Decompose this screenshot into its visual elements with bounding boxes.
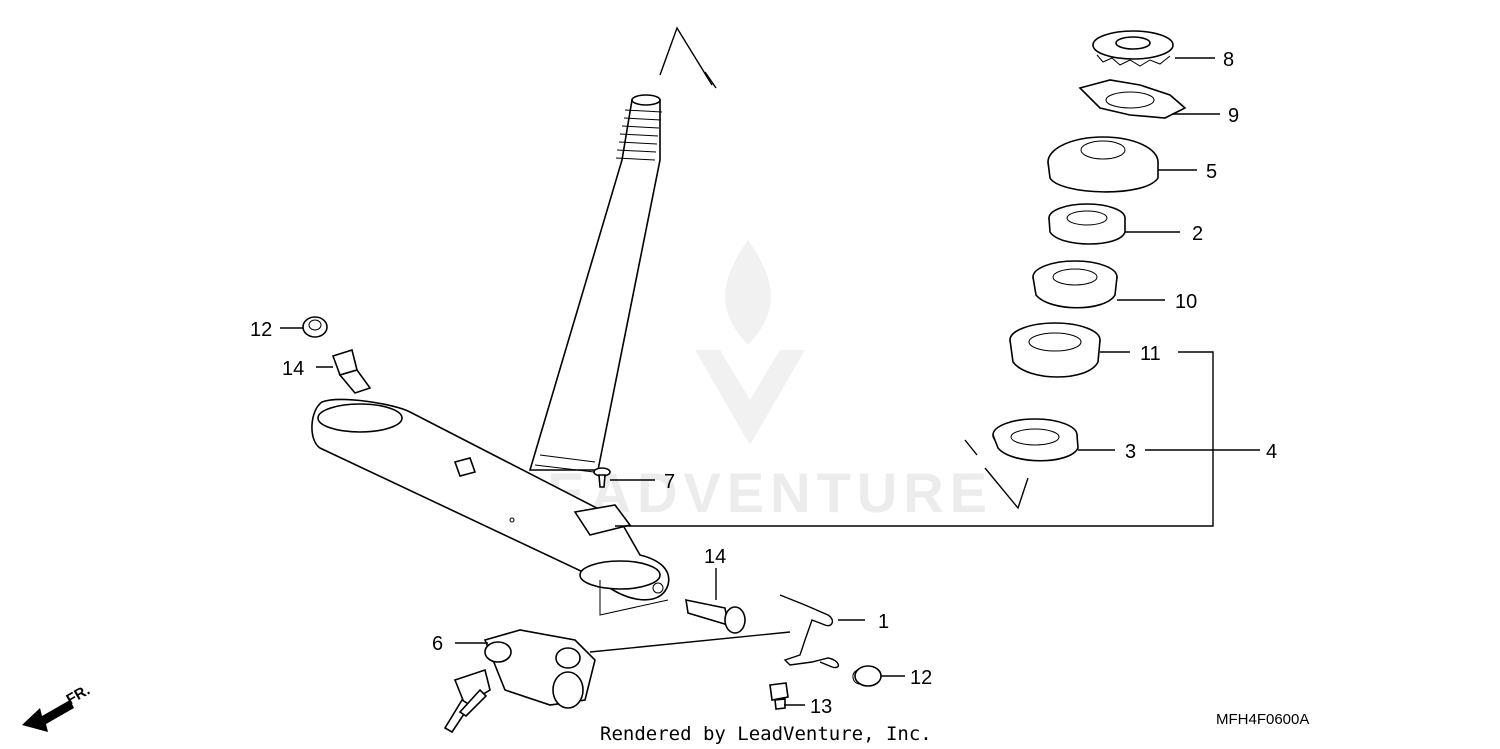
callout-8: 8 — [1223, 49, 1234, 71]
dust-seal-icon — [1048, 203, 1126, 245]
callout-11: 11 — [1140, 343, 1161, 365]
callout-12-lower: 12 — [910, 667, 932, 689]
lower-triple-clamp-icon — [311, 398, 670, 616]
callout-14-upper: 14 — [282, 358, 304, 380]
callout-7: 7 — [664, 471, 675, 493]
lower-dust-seal-icon — [992, 418, 1079, 462]
adjusting-nut-icon — [1047, 136, 1159, 193]
bolt-icon — [769, 682, 789, 710]
lock-nut-icon — [1092, 30, 1174, 67]
callout-9: 9 — [1228, 105, 1239, 127]
socket-bolt-icon — [331, 348, 372, 394]
bearing-set-bracket — [615, 351, 1214, 527]
callout-6: 6 — [432, 633, 443, 655]
leader-lines — [280, 57, 1260, 706]
diagram-code: MFH4F0600A — [1216, 711, 1309, 728]
watermark-logo-icon — [695, 240, 805, 445]
callout-1: 1 — [878, 611, 889, 633]
callout-12-upper: 12 — [250, 319, 272, 341]
front-direction-arrow-icon — [22, 700, 74, 732]
callout-2: 2 — [1192, 223, 1203, 245]
screw-icon — [593, 467, 611, 488]
lock-washer-icon — [1078, 79, 1187, 119]
callout-13: 13 — [810, 696, 832, 718]
upper-bearing-icon — [1032, 260, 1118, 309]
steering-stem-icon — [528, 94, 663, 473]
callout-3: 3 — [1125, 441, 1136, 463]
callout-5: 5 — [1206, 161, 1217, 183]
hair-clip-icon — [779, 594, 839, 669]
cap-lower-icon — [852, 665, 882, 687]
callout-14-lower: 14 — [704, 546, 726, 568]
socket-bolt-lower-icon — [685, 598, 746, 634]
steering-lock-icon — [443, 629, 596, 734]
cap-icon — [302, 316, 328, 338]
credit-text: Rendered by LeadVenture, Inc. — [600, 723, 932, 745]
callout-10: 10 — [1175, 291, 1197, 313]
lower-bearing-icon — [1009, 322, 1101, 378]
callout-4: 4 — [1266, 441, 1277, 463]
